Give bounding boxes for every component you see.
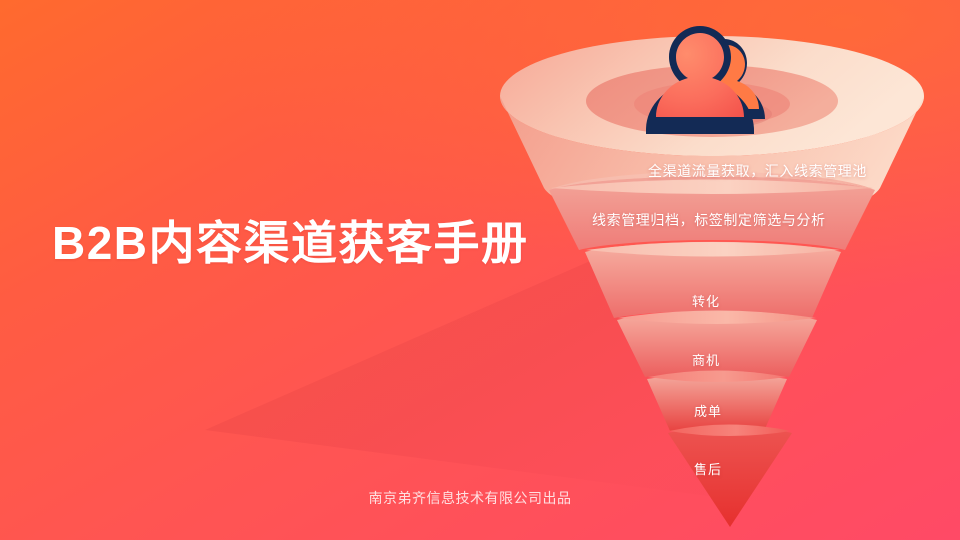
funnel-segment-4	[617, 310, 817, 377]
funnel-segment-5	[647, 370, 787, 431]
funnel-segment-6	[668, 424, 792, 527]
page-title: B2B内容渠道获客手册	[52, 217, 529, 269]
users-group-icon	[646, 26, 772, 134]
company-attribution: 南京弟齐信息技术有限公司出品	[368, 490, 572, 506]
funnel-cast-shadow	[205, 258, 716, 497]
funnel-segment-3	[585, 241, 841, 318]
funnel-segment-2	[549, 171, 875, 250]
